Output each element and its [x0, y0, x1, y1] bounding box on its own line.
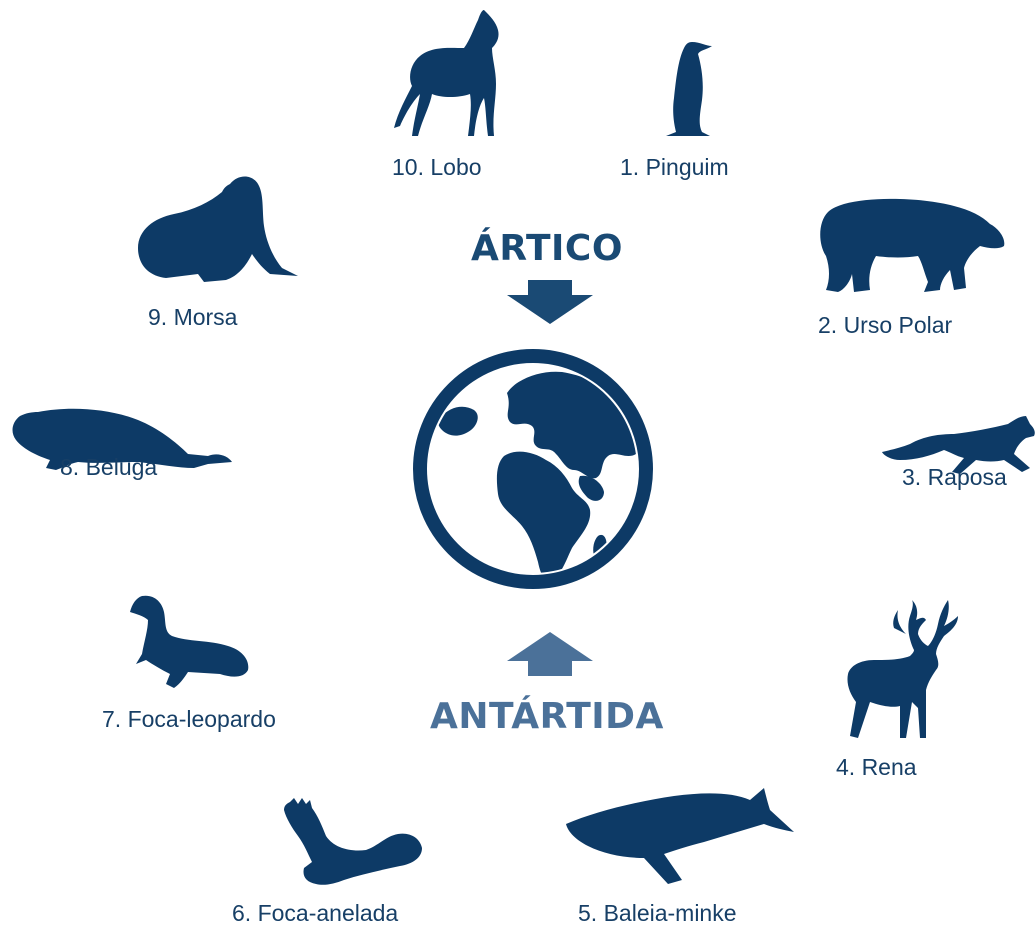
arrow-up-icon — [507, 632, 593, 676]
walrus-icon — [138, 176, 298, 282]
arctic-title: ÁRTICO — [471, 228, 623, 269]
label-fox: 3. Raposa — [902, 464, 1007, 490]
label-beluga: 8. Beluga — [60, 454, 158, 480]
globe-icon — [413, 349, 653, 589]
polar-bear-icon — [820, 198, 1005, 292]
arrow-down-icon — [507, 280, 593, 324]
label-reindeer: 4. Rena — [836, 754, 917, 780]
label-minke-whale: 5. Baleia-minke — [578, 900, 737, 926]
minke-whale-icon — [566, 788, 794, 884]
label-wolf: 10. Lobo — [392, 154, 482, 180]
leopard-seal-icon — [130, 595, 249, 688]
wolf-icon — [394, 10, 499, 136]
reindeer-icon — [847, 600, 958, 738]
ringed-seal-icon — [284, 798, 422, 885]
penguin-icon — [666, 42, 712, 136]
label-penguin: 1. Pinguim — [620, 154, 729, 180]
fox-icon — [882, 416, 1035, 474]
label-polar-bear: 2. Urso Polar — [818, 312, 953, 338]
label-ringed-seal: 6. Foca-anelada — [232, 900, 399, 926]
antarctic-title: ANTÁRTIDA — [430, 696, 664, 737]
label-leopard-seal: 7. Foca-leopardo — [102, 706, 276, 732]
beluga-icon — [12, 408, 232, 470]
label-walrus: 9. Morsa — [148, 304, 238, 330]
